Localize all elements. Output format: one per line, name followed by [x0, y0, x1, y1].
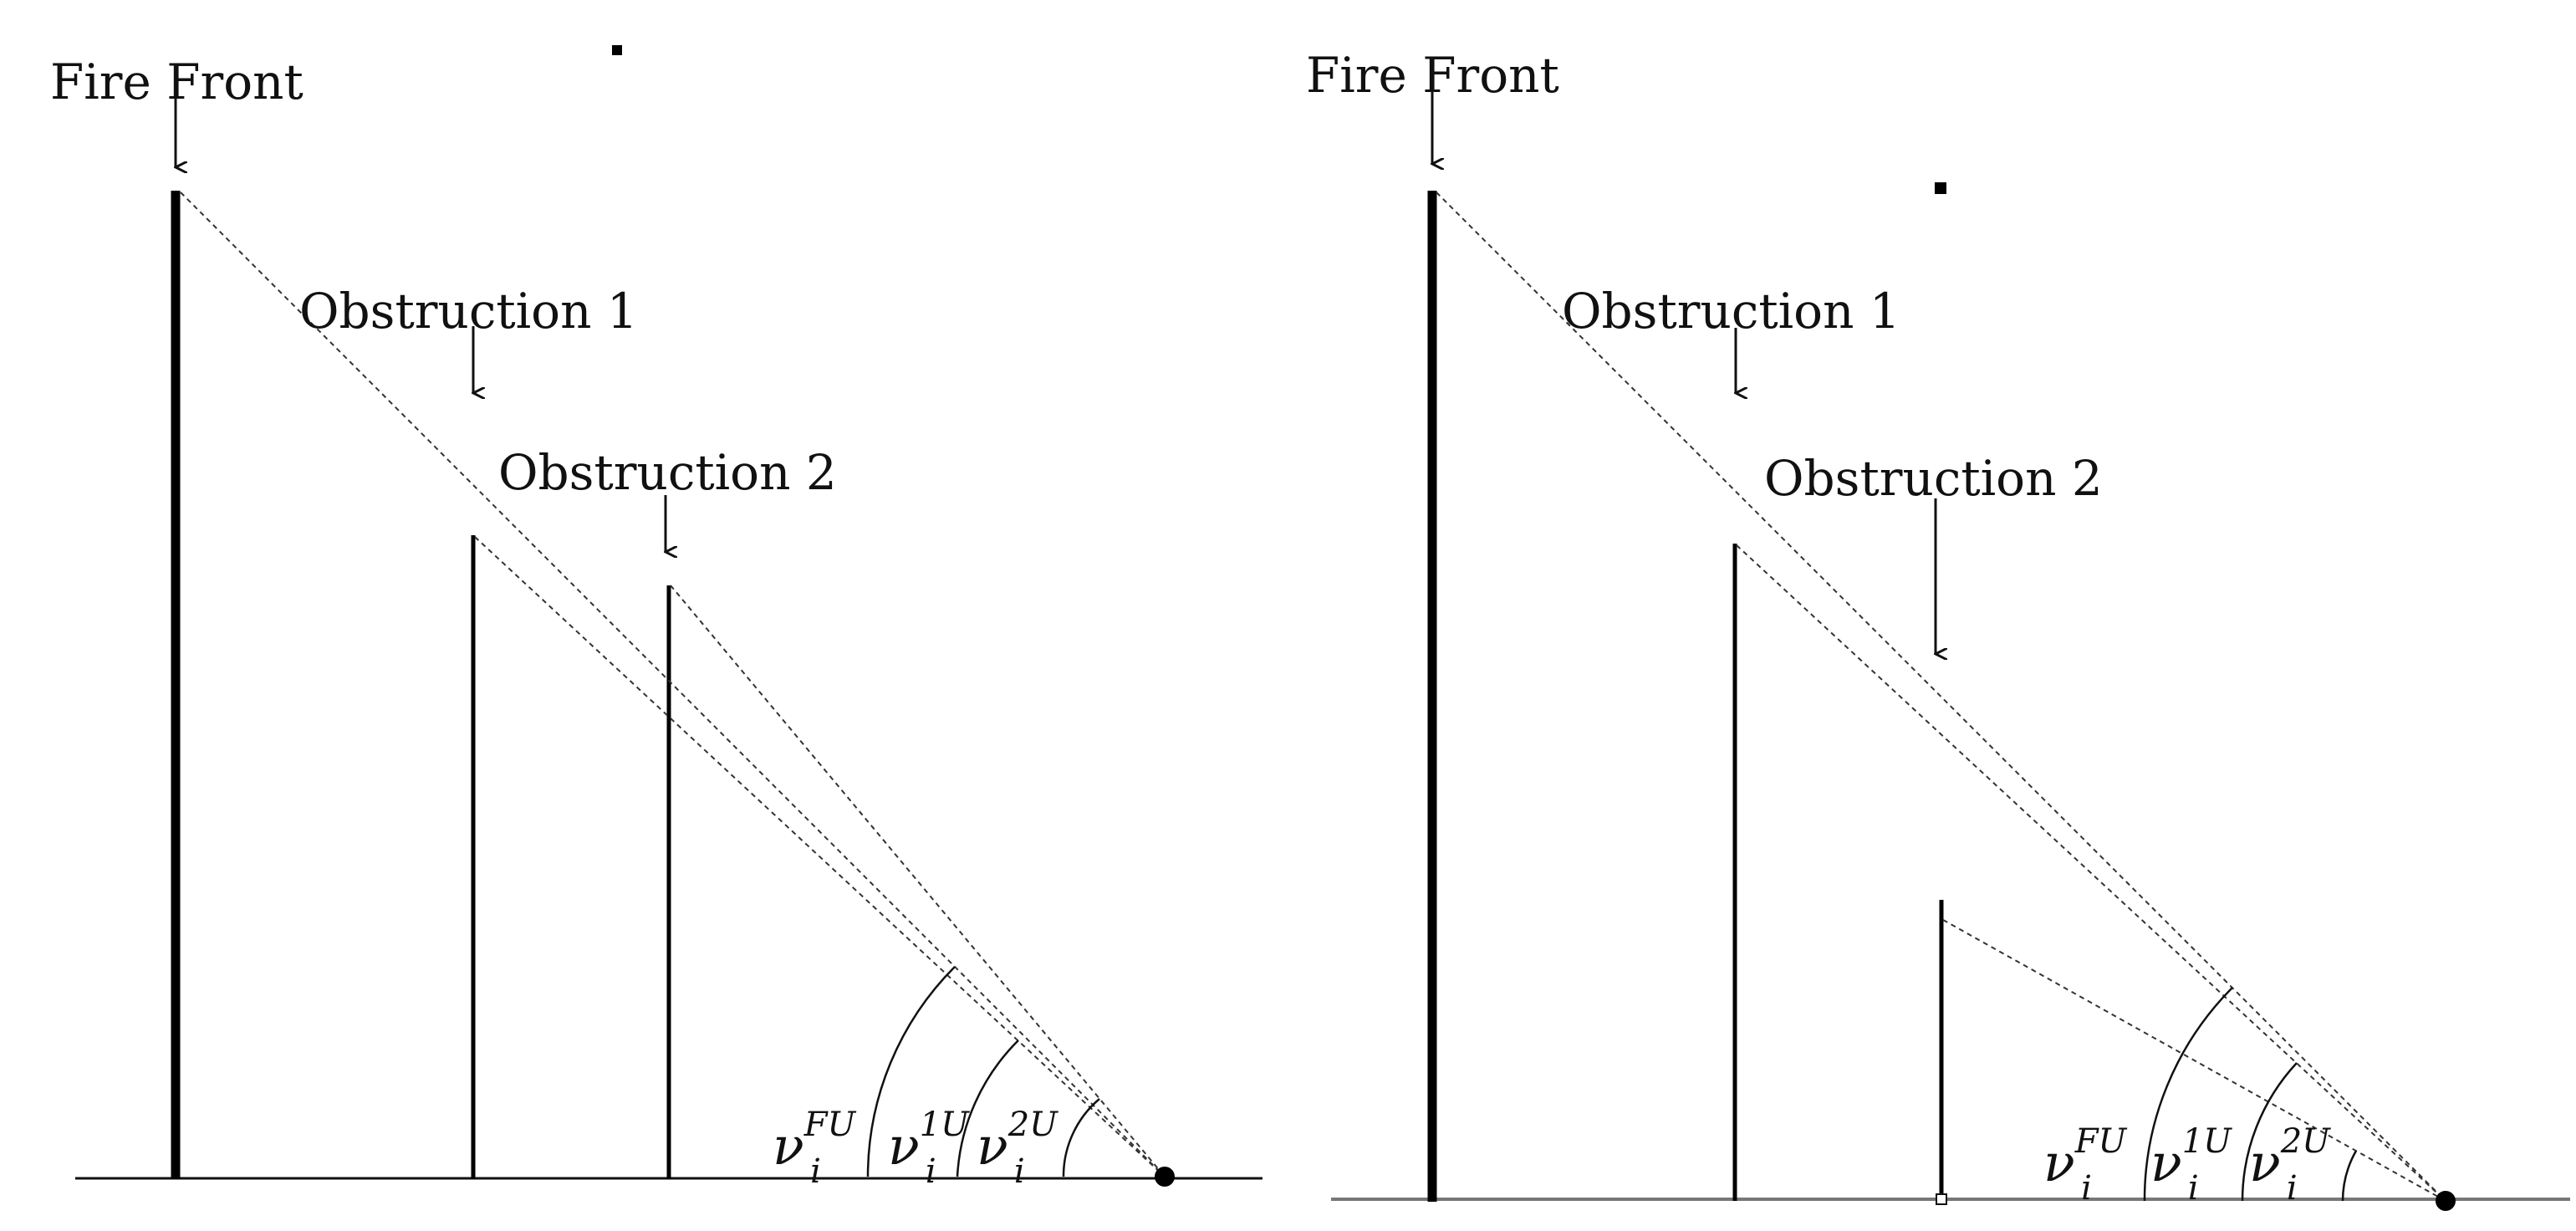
angle-subscript: i	[2188, 1169, 2199, 1208]
angle-arc-1u	[956, 1039, 1019, 1177]
angle-label-fu: νFU i	[2043, 1122, 2127, 1208]
angle-arc-1u	[2241, 1062, 2298, 1202]
angle-superscript: FU	[803, 1106, 857, 1144]
stray-mark	[1935, 182, 1946, 194]
angle-base: ν	[888, 1116, 920, 1177]
angle-base: ν	[773, 1116, 804, 1177]
sight-line-fire-front	[180, 192, 1166, 1177]
left-panel: Fire Front Obstruction 1 Obstruction 2 ν…	[50, 45, 1262, 1191]
angle-label-fu: νFU i	[773, 1106, 856, 1191]
obstruction-2-label: Obstruction 2	[498, 444, 837, 501]
sight-line-fire-front	[1436, 192, 2446, 1202]
observer-point	[1155, 1167, 1175, 1187]
sight-line-obstruction-1	[1736, 544, 2446, 1202]
observer-point	[2436, 1191, 2456, 1211]
angle-base: ν	[2249, 1132, 2281, 1193]
angle-subscript: i	[926, 1152, 936, 1191]
angle-subscript: i	[1014, 1152, 1025, 1191]
sight-line-obstruction-1	[474, 536, 1166, 1177]
obstruction-2-label: Obstruction 2	[1764, 450, 2103, 507]
obstruction-1-label: Obstruction 1	[299, 283, 638, 340]
angle-label-2u: ν2U i	[2249, 1122, 2331, 1208]
angle-arc-2u	[1062, 1098, 1100, 1177]
angle-base: ν	[2043, 1132, 2075, 1193]
angle-label-1u: ν1U i	[888, 1106, 970, 1191]
angle-superscript: 2U	[1007, 1106, 1058, 1144]
angle-superscript: 2U	[2280, 1122, 2331, 1161]
angle-label-2u: ν2U i	[977, 1106, 1058, 1191]
stray-mark	[612, 45, 622, 55]
angle-subscript: i	[2081, 1169, 2092, 1208]
angle-base: ν	[2150, 1132, 2182, 1193]
angle-subscript: i	[810, 1152, 821, 1191]
right-panel: Fire Front Obstruction 1 Obstruction 2 ν…	[1306, 47, 2570, 1211]
angle-arc-fu	[2143, 987, 2233, 1202]
fire-front-label: Fire Front	[50, 54, 304, 110]
angle-superscript: 1U	[920, 1106, 970, 1144]
angle-arc-2u	[2341, 1150, 2358, 1202]
angle-superscript: 1U	[2182, 1122, 2232, 1161]
angle-arc-fu	[866, 966, 956, 1177]
angle-superscript: FU	[2074, 1122, 2128, 1161]
angle-label-1u: ν1U i	[2150, 1122, 2232, 1208]
angle-base: ν	[977, 1116, 1008, 1177]
sight-line-obstruction-2	[1942, 919, 2446, 1202]
sight-line-obstruction-2	[670, 585, 1166, 1177]
obstruction-1-label: Obstruction 1	[1562, 283, 1900, 340]
fire-front-label: Fire Front	[1306, 47, 1559, 104]
obstruction-2-base-mark	[1936, 1193, 1947, 1205]
angle-subscript: i	[2287, 1169, 2298, 1208]
